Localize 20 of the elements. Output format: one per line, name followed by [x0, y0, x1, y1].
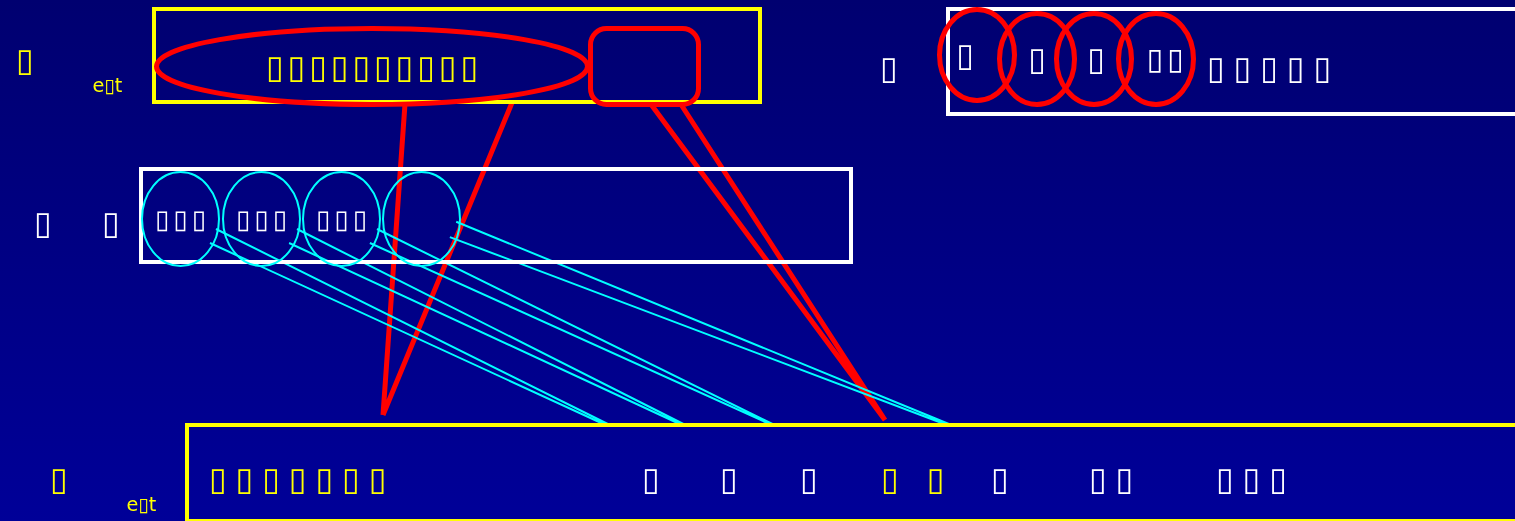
body-text: ▯▯▯ [155, 204, 210, 234]
body-text: ▯ [720, 460, 747, 498]
body-text: ▯ ▯ [881, 460, 954, 498]
body-text: ▯ [991, 460, 1018, 498]
body-text: ▯▯▯▯▯▯▯▯▯▯ [265, 48, 483, 85]
heading-text: ▯ [880, 49, 907, 87]
body-text: ▯▯ [1089, 460, 1143, 498]
body-text: ▯ [800, 460, 827, 498]
body-text: ▯ [1028, 41, 1050, 77]
body-text: ▯ [102, 204, 129, 242]
body-text: ▯ [956, 37, 978, 73]
body-text: ▯ [1087, 41, 1109, 77]
heading-text: ▯ [34, 204, 61, 242]
body-text: ▯▯▯▯▯▯▯ [209, 460, 396, 498]
body-text: ▯▯▯ [236, 204, 291, 234]
body-text: ▯ [642, 460, 669, 498]
body-text: ▯▯ [1146, 42, 1188, 76]
body-text: ▯▯▯ [1216, 460, 1296, 498]
body-text: ▯▯▯▯▯ [1207, 49, 1341, 87]
body-text: ▯▯▯ [316, 204, 371, 234]
